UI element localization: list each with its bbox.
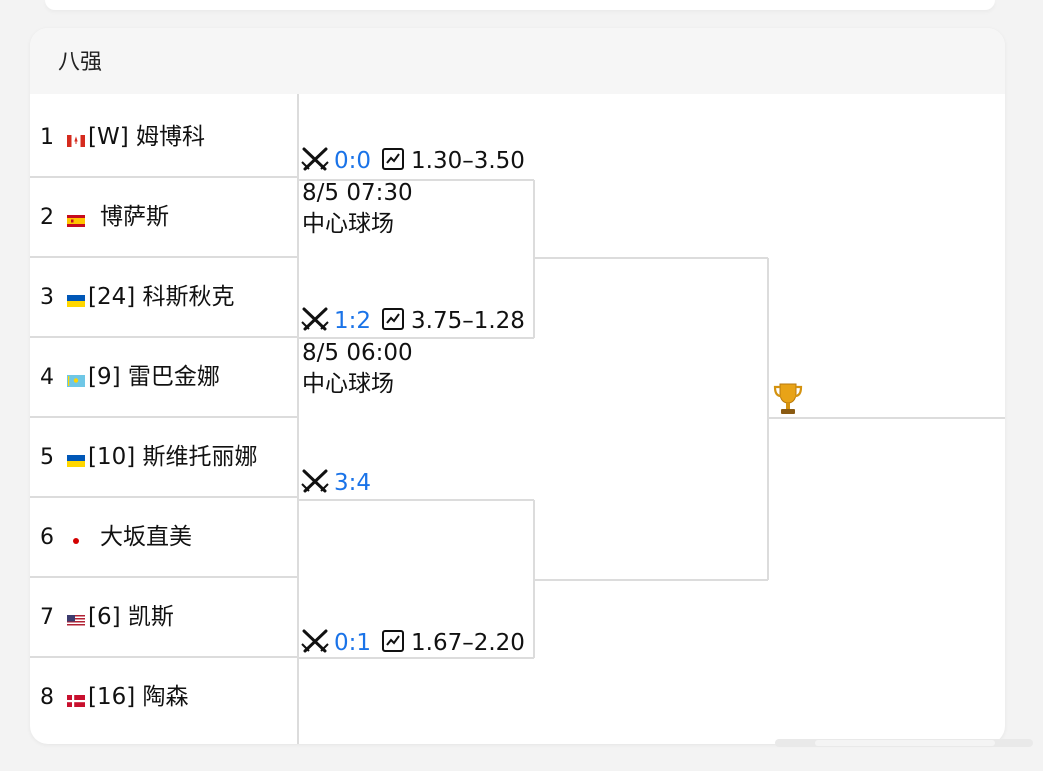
crossed-swords-icon (301, 147, 329, 171)
match-score: 1:2 (334, 308, 372, 334)
match-odds: 1.67–2.20 (411, 630, 525, 656)
seed-row[interactable]: 7 [6] 凯斯 (30, 578, 298, 658)
match-schedule: 8/5 06:00 中心球场 (302, 338, 413, 400)
match-info[interactable]: 0:1 1.67–2.20 (300, 628, 525, 656)
player-name: 博萨斯 (100, 204, 169, 230)
horizontal-scroll-indicator[interactable] (775, 736, 1033, 750)
trend-chart-icon (382, 630, 405, 652)
seed-number: 5 (40, 445, 54, 470)
seed-number: 3 (40, 285, 54, 310)
crossed-swords-icon (301, 629, 329, 653)
player-name: [6] 凯斯 (88, 604, 174, 630)
player-name: 大坂直美 (100, 524, 192, 550)
japan-flag-icon (67, 535, 85, 547)
denmark-flag-icon (67, 695, 85, 707)
seed-number: 1 (40, 125, 54, 150)
bracket: 1 [W] 姆博科 2 博萨斯 3 [24] 科斯秋克 (30, 94, 1005, 744)
player-name: [24] 科斯秋克 (88, 284, 235, 310)
seed-number: 6 (40, 525, 54, 550)
match-info[interactable]: 1:2 3.75–1.28 (300, 306, 525, 334)
crossed-swords-icon (301, 469, 329, 493)
match-score: 0:1 (334, 630, 372, 656)
match-schedule: 8/5 07:30 中心球场 (302, 178, 413, 240)
kazakhstan-flag-icon (67, 375, 85, 387)
seed-number: 2 (40, 205, 54, 230)
trend-chart-icon (382, 148, 405, 170)
seed-number: 4 (40, 365, 54, 390)
crossed-swords-icon (301, 307, 329, 331)
seed-number: 8 (40, 685, 54, 710)
match-date: 8/5 06:00 (302, 340, 413, 366)
card-header: 八强 (30, 28, 1005, 94)
player-name: [W] 姆博科 (88, 124, 205, 150)
seed-row[interactable]: 1 [W] 姆博科 (30, 98, 298, 178)
player-name: [10] 斯维托丽娜 (88, 444, 258, 470)
match-score: 3:4 (334, 470, 372, 496)
seed-list: 1 [W] 姆博科 2 博萨斯 3 [24] 科斯秋克 (30, 94, 298, 744)
match-info[interactable]: 3:4 (300, 468, 371, 496)
seed-row[interactable]: 6 大坂直美 (30, 498, 298, 578)
bracket-card: 八强 (30, 28, 1005, 744)
seed-row[interactable]: 8 [16] 陶森 (30, 658, 298, 738)
seed-row[interactable]: 5 [10] 斯维托丽娜 (30, 418, 298, 498)
stage-title: 八强 (58, 50, 103, 75)
ukraine-flag-icon (67, 455, 85, 467)
trend-chart-icon (382, 308, 405, 330)
match-score: 0:0 (334, 148, 372, 174)
seed-row[interactable]: 2 博萨斯 (30, 178, 298, 258)
player-name: [16] 陶森 (88, 684, 189, 710)
canada-flag-icon (67, 135, 85, 147)
usa-flag-icon (67, 615, 85, 627)
match-odds: 3.75–1.28 (411, 308, 525, 334)
player-name: [9] 雷巴金娜 (88, 364, 220, 390)
match-date: 8/5 07:30 (302, 180, 413, 206)
trophy-icon (773, 383, 803, 414)
match-info[interactable]: 0:0 1.30–3.50 (300, 146, 525, 174)
match-venue: 中心球场 (302, 371, 394, 397)
ukraine-flag-icon (67, 295, 85, 307)
match-venue: 中心球场 (302, 211, 394, 237)
seed-row[interactable]: 4 [9] 雷巴金娜 (30, 338, 298, 418)
bracket-lines (297, 94, 1005, 744)
previous-card-edge (45, 0, 995, 10)
seed-number: 7 (40, 605, 54, 630)
match-odds: 1.30–3.50 (411, 148, 525, 174)
spain-flag-icon (67, 215, 85, 227)
seed-row[interactable]: 3 [24] 科斯秋克 (30, 258, 298, 338)
